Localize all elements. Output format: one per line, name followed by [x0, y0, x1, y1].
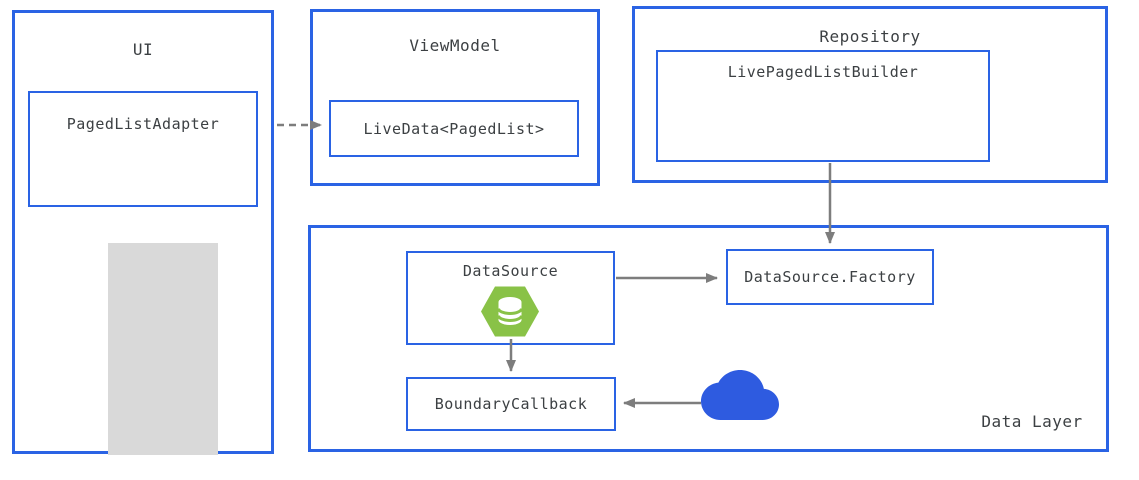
viewmodel-title: ViewModel [409, 36, 501, 55]
ui-container-box: UI [12, 10, 274, 455]
viewmodel-container-box: ViewModel [310, 9, 600, 186]
live-data-label: LiveData<PagedList> [363, 119, 545, 138]
boundary-callback-label: BoundaryCallback [434, 395, 588, 413]
ui-title: UI [132, 40, 154, 59]
list-placeholder-rect [108, 243, 218, 455]
repository-container-box: Repository [632, 6, 1108, 183]
data-layer-container-box [308, 225, 1109, 452]
data-source-factory-label: DataSource.Factory [744, 268, 916, 286]
boundary-callback-node: BoundaryCallback [406, 377, 616, 431]
live-paged-list-builder-node: LivePagedListBuilder [656, 50, 990, 162]
database-icon [481, 286, 539, 337]
data-layer-title: Data Layer [981, 412, 1083, 431]
data-source-label: DataSource [462, 262, 559, 280]
paged-list-adapter-label: PagedListAdapter [66, 115, 220, 133]
live-data-node: LiveData<PagedList> [329, 100, 579, 157]
paged-list-adapter-node: PagedListAdapter [28, 91, 258, 207]
repository-title: Repository [819, 27, 921, 46]
data-source-factory-node: DataSource.Factory [726, 249, 934, 305]
cloud-icon [701, 370, 779, 420]
live-paged-list-builder-label: LivePagedListBuilder [727, 63, 919, 81]
